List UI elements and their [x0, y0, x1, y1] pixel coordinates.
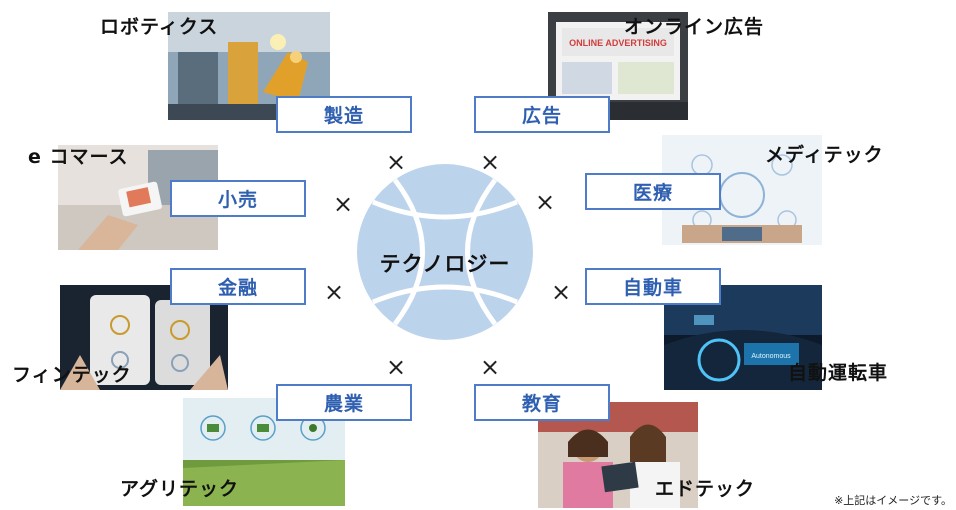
multiply-symbol-finance: × — [324, 278, 345, 306]
industry-agriculture-box: 農業 — [276, 384, 412, 421]
multiply-symbol-manufacturing: × — [386, 148, 407, 176]
advertising-photo-text: ONLINE ADVERTISING — [569, 38, 667, 48]
tech-label-online-ads: オンライン広告 — [624, 16, 765, 38]
medtech-photo — [662, 135, 822, 245]
industry-education-box: 教育 — [474, 384, 610, 421]
tech-label-agritech: アグリテック — [120, 478, 240, 500]
advertising-photo: ONLINE ADVERTISING — [548, 12, 688, 120]
tech-label-robotics: ロボティクス — [100, 16, 219, 38]
ecommerce-photo — [58, 145, 218, 250]
autonomous-car-photo: Autonomous — [664, 285, 822, 390]
industry-retail-box: 小売 — [170, 180, 306, 217]
car-hud-text: Autonomous — [751, 353, 791, 360]
multiply-symbol-education: × — [480, 353, 501, 381]
industry-automotive-box: 自動車 — [585, 268, 721, 305]
center-technology-label: テクノロジー — [379, 252, 511, 276]
multiply-symbol-retail: × — [333, 190, 354, 218]
multiply-symbol-agriculture: × — [386, 353, 407, 381]
multiply-symbol-advertising: × — [480, 148, 501, 176]
tech-label-edtech: エドテック — [655, 478, 756, 500]
multiply-symbol-medical: × — [535, 188, 556, 216]
technology-globe-icon — [357, 164, 533, 340]
multiply-symbol-automotive: × — [551, 278, 572, 306]
tech-label-fintech: フィンテック — [12, 364, 132, 386]
tech-label-ecommerce: e コマース — [28, 146, 129, 168]
tech-label-autonomous-car: 自動運転車 — [788, 362, 889, 384]
industry-manufacturing-box: 製造 — [276, 96, 412, 133]
industry-advertising-box: 広告 — [474, 96, 610, 133]
industry-medical-box: 医療 — [585, 173, 721, 210]
footnote: ※上記はイメージです。 — [834, 494, 952, 507]
industry-finance-box: 金融 — [170, 268, 306, 305]
tech-label-medtech: メディテック — [765, 144, 884, 166]
